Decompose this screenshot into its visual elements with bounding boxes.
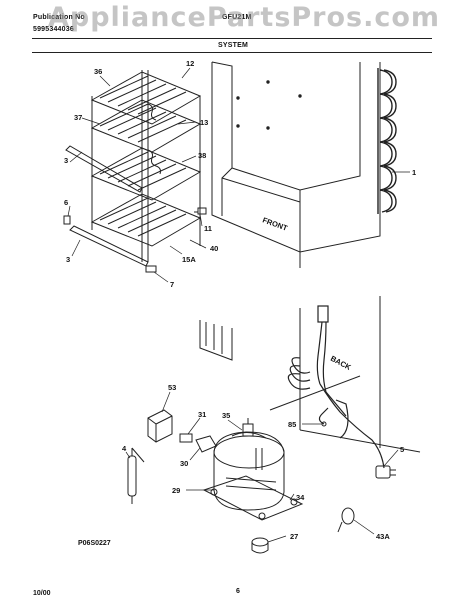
compressor	[202, 418, 304, 521]
callout-5: 5	[400, 445, 404, 454]
callout-6: 6	[64, 198, 68, 207]
wiring-harness	[287, 305, 385, 469]
page-number: 6	[236, 588, 240, 595]
wire-shelf-assembly	[65, 70, 202, 267]
callout-29: 29	[172, 486, 180, 495]
callout-1: 1	[412, 168, 416, 177]
header-rule-bottom	[32, 52, 432, 53]
revision-date: 10/00	[33, 590, 51, 597]
drawing-code: P06S0227	[78, 540, 111, 547]
leader-lines	[67, 67, 410, 543]
callout-43a: 43A	[376, 532, 390, 541]
callout-31: 31	[198, 410, 206, 419]
callout-13: 13	[200, 118, 208, 127]
overload-part-31	[179, 433, 193, 443]
relay-part-53	[147, 409, 173, 443]
front-label: FRONT	[261, 215, 289, 232]
callout-15a: 15A	[182, 255, 196, 264]
shelf-bracket-part-6	[63, 215, 71, 225]
callout-40: 40	[210, 244, 218, 253]
callout-34: 34	[296, 493, 305, 502]
callout-3-upper: 3	[64, 156, 68, 165]
callout-36: 36	[94, 67, 102, 76]
model-number: GFU21M	[222, 14, 252, 21]
header-rule	[32, 38, 432, 39]
lower-cabinet-outline	[199, 296, 421, 453]
callout-35: 35	[222, 411, 230, 420]
clip-part-43a	[337, 507, 355, 533]
power-cord-plug	[375, 465, 396, 479]
callout-37: 37	[74, 113, 82, 122]
callout-38: 38	[198, 151, 206, 160]
section-title: SYSTEM	[218, 42, 248, 49]
callout-4: 4	[122, 444, 127, 453]
evaporator-coil	[377, 68, 397, 214]
watermark-text: AppliancePartsPros.com	[48, 2, 441, 33]
cabinet-outline	[211, 61, 381, 268]
callout-53: 53	[168, 383, 176, 392]
back-label: BACK	[329, 354, 353, 372]
callout-85: 85	[288, 420, 296, 429]
foot-part-7	[145, 265, 157, 273]
callout-7: 7	[170, 280, 174, 289]
callout-30: 30	[180, 459, 188, 468]
callout-3-lower: 3	[66, 255, 70, 264]
publication-label: Publication No	[33, 14, 85, 21]
grommet-part-27	[251, 537, 269, 554]
callout-27: 27	[290, 532, 298, 541]
drier-part-4	[127, 447, 145, 504]
callout-12: 12	[186, 59, 194, 68]
callout-11: 11	[204, 224, 212, 233]
shelf-clip-part-11	[194, 207, 207, 215]
publication-number: 5995344036	[33, 26, 74, 33]
